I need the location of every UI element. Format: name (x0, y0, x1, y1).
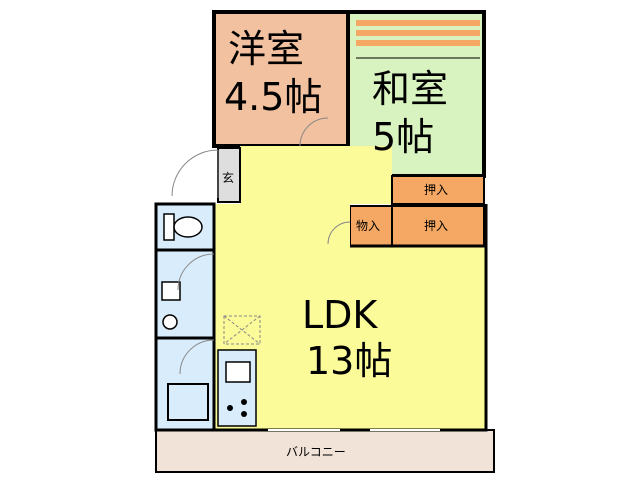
sink (162, 314, 178, 330)
balcony-area (155, 429, 495, 473)
tatami-stripe (356, 30, 480, 36)
storage (349, 205, 393, 247)
closet-upper-label: 押入 (424, 183, 448, 197)
entrance-door-swing (171, 149, 219, 197)
bathroom-door-swing (179, 339, 215, 375)
ldk-size: 13帖 (306, 339, 392, 383)
toilet-bowl (173, 216, 203, 238)
entrance-label: 玄 (222, 170, 234, 185)
toilet-tank (163, 213, 175, 241)
kitchen-sink (225, 361, 251, 383)
stove-burner (241, 399, 247, 405)
storage-label: 物入 (356, 219, 380, 233)
western-room-size: 4.5帖 (224, 75, 322, 119)
balcony-label: バルコニー (286, 445, 346, 459)
stove-burner (241, 411, 247, 417)
ldk-door-swing (327, 221, 351, 245)
washing-machine (161, 281, 181, 301)
hallway (240, 146, 392, 204)
closet-upper (391, 175, 485, 205)
stove-burner (227, 405, 233, 411)
fridge-cross (223, 315, 261, 345)
tatami-stripe (356, 40, 480, 46)
japanese-room-name: 和室 (372, 67, 448, 111)
western-room (212, 10, 350, 148)
western-room-name: 洋室 (228, 27, 304, 71)
fridge-space (223, 315, 261, 345)
japanese-room-size: 5帖 (372, 115, 434, 159)
ldk-room-right (350, 246, 486, 430)
washroom-door-swing (177, 253, 215, 291)
ldk-name: LDK (302, 293, 378, 337)
tatami-stripe (356, 20, 480, 26)
closet-lower-label: 押入 (424, 219, 448, 233)
western-door-swing (299, 117, 329, 147)
bathtub (167, 383, 209, 421)
